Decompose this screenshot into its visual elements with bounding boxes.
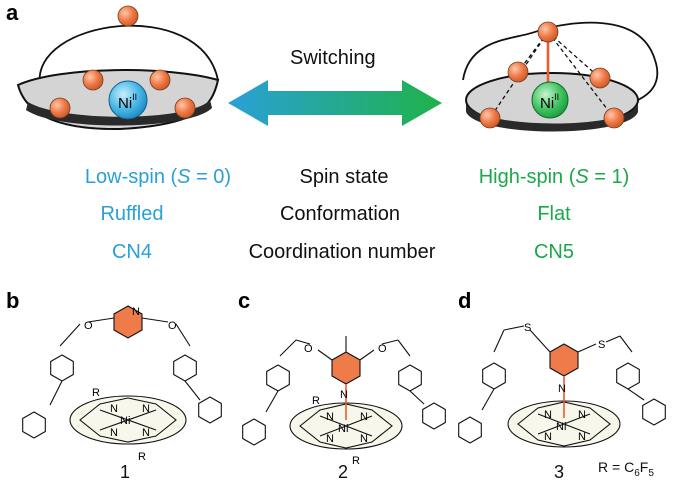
phenylene-right — [173, 354, 197, 382]
bond-o-left — [87, 317, 115, 323]
strap-loop — [38, 24, 219, 86]
phenyl-left-2 — [242, 418, 266, 446]
panel-label-a: a — [6, 0, 19, 25]
spin-state-label: Spin state — [300, 166, 389, 188]
ni-label-right: NiII — [540, 92, 559, 112]
panel-label-b: b — [6, 288, 19, 313]
flat-complex-illustration: NiII — [462, 21, 659, 132]
phenylene-left-2 — [266, 364, 290, 392]
atom-n-3d: N — [578, 431, 586, 443]
n-ball-r4 — [603, 107, 625, 129]
atom-r3: R — [312, 395, 320, 407]
bond-o-right — [141, 317, 169, 323]
n-ball-r3 — [479, 107, 501, 129]
phenyl-left-3 — [458, 416, 482, 444]
cn5-text: CN5 — [534, 241, 574, 263]
high-spin-text: High-spin (S = 1) — [479, 166, 630, 188]
double-arrow-icon — [228, 80, 442, 126]
strap-atom-top — [117, 5, 139, 27]
phenylene-right-2 — [398, 364, 422, 392]
ruffled-complex-illustration: NiII — [16, 5, 220, 131]
pyridine-ring — [113, 305, 143, 339]
atom-n-1c: N — [110, 427, 118, 439]
nitrogen-ball-3 — [49, 97, 71, 119]
phenyl-right-2 — [422, 402, 446, 430]
compound-1-structure — [22, 305, 222, 445]
atom-n-1b: N — [142, 403, 150, 415]
compound-number-1: 1 — [120, 462, 130, 482]
atom-n-2a: N — [326, 411, 334, 423]
atom-s2: S — [598, 339, 605, 351]
atom-ni-1: Ni — [120, 415, 130, 427]
atom-o2: O — [168, 320, 177, 332]
benzene-ring-3 — [549, 343, 579, 377]
strap-loop-right — [462, 21, 659, 105]
ni-label-left: NiII — [118, 92, 137, 112]
conformation-label: Conformation — [280, 203, 400, 225]
atom-r1: R — [92, 387, 100, 399]
atom-n-2d: N — [360, 433, 368, 445]
ni-center-low-spin — [108, 80, 148, 120]
atom-r2: R — [138, 451, 146, 463]
r-group-definition: R = C6F5 — [598, 459, 654, 479]
coordination-number-label: Coordination number — [249, 241, 436, 263]
plane-edge-shadow — [26, 100, 212, 126]
atom-n-1d: N — [142, 427, 150, 439]
flat-text: Flat — [537, 203, 571, 225]
ruffled-text: Ruffled — [100, 203, 163, 225]
atom-n-pyridine: N — [132, 306, 140, 318]
atom-o3: O — [304, 343, 313, 355]
atom-ni-2: Ni — [338, 423, 348, 435]
axial-ligand-ball — [537, 21, 559, 43]
atom-n-1a: N — [110, 403, 118, 415]
phenylene-right-3 — [616, 362, 640, 390]
phenyl-left — [22, 411, 46, 439]
n-ball-r1 — [507, 61, 529, 83]
atom-n-2c: N — [326, 433, 334, 445]
nitrogen-ball-4 — [174, 97, 196, 119]
phenyl-right-3 — [642, 398, 666, 426]
panel-label-c: c — [238, 288, 250, 313]
dashed-bond-2 — [547, 31, 601, 79]
low-spin-text: Low-spin (S = 0) — [85, 166, 231, 188]
phenylene-left — [50, 354, 74, 382]
atom-n-3b: N — [578, 409, 586, 421]
atom-r4: R — [352, 455, 360, 467]
nitrogen-ball-2 — [149, 69, 171, 91]
phenyl-right — [198, 396, 222, 424]
switching-label: Switching — [290, 47, 376, 69]
atom-o1: O — [84, 320, 93, 332]
plane-edge-shadow-right — [466, 104, 638, 132]
compound-number-3: 3 — [554, 462, 564, 482]
atom-n-2b: N — [360, 411, 368, 423]
atom-n-3a: N — [544, 409, 552, 421]
cn4-text: CN4 — [112, 241, 152, 263]
pyridine-ring-2 — [331, 351, 361, 385]
atom-s1: S — [524, 322, 531, 334]
compound-number-2: 2 — [338, 462, 348, 482]
n-ball-r2 — [589, 67, 611, 89]
atom-n-pyridine-3: N — [558, 383, 566, 395]
nitrogen-ball-1 — [82, 69, 104, 91]
ni-center-high-spin — [531, 81, 569, 119]
atom-ni-3: Ni — [556, 421, 566, 433]
atom-o4: O — [378, 343, 387, 355]
atom-n-3c: N — [544, 431, 552, 443]
phenylene-left-3 — [482, 362, 506, 390]
panel-label-d: d — [458, 288, 471, 313]
atom-n-pyridine-2: N — [340, 389, 348, 401]
